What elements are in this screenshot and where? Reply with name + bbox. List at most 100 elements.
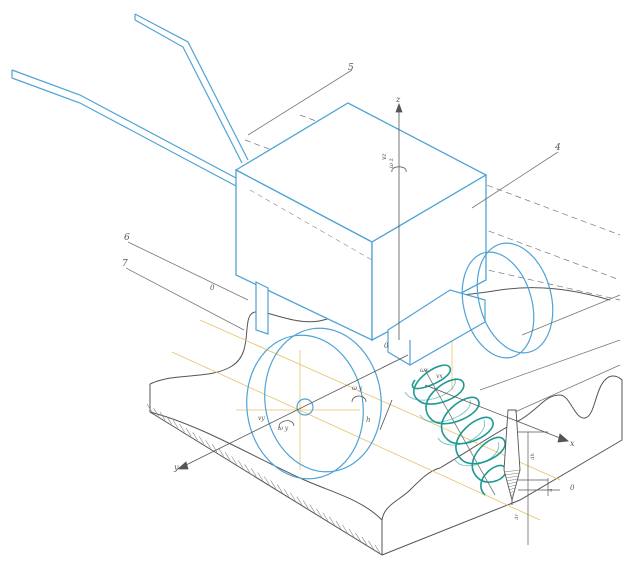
hatch-mark [257,472,263,481]
rear-wheel [461,242,554,359]
ann-vy: vy [258,415,265,422]
ann-vx: vx [436,373,443,380]
hatch-mark [205,440,211,449]
hatch-mark [179,423,185,433]
label-5: 5 [348,63,354,73]
auger [404,364,507,496]
hatch-mark [244,464,250,473]
ann-wx: ωx [420,367,429,374]
stake-hatch-mark [506,478,518,482]
hatch-mark [361,536,368,546]
ground-front-edge [149,411,383,556]
hatch-mark [264,476,270,485]
hatch-mark [172,419,179,429]
annotations: vz ω z ω y vy ω y ωx vx h Δh Δ Δr [258,153,554,521]
ground-right-edge [381,467,441,555]
machine-body [234,102,488,342]
part-labels: 5 4 6 7 [122,63,561,269]
hatch-mark [342,524,348,534]
auger-flights-back [404,377,500,467]
ann-dim-3: Δr [514,513,520,521]
hatch-mark [166,415,172,425]
stake-hatch-mark [508,487,516,491]
support-leg [255,281,269,335]
rotation-y-arc-2 [351,395,367,403]
axis-y-arrow [176,461,189,470]
leader-5 [247,69,353,136]
leader-lines [125,69,621,413]
axis-z-arrow [395,102,403,113]
hatch-mark [192,432,198,441]
stake-hatch [503,469,521,500]
hatch-mark [159,411,166,421]
hatch-mark [322,512,329,521]
rear-wheel-inner [461,251,535,359]
leg-shape [255,281,269,335]
rotation-y-arc [278,420,295,429]
hatch-mark [329,516,335,525]
hatch-mark [211,444,218,453]
hatch-mark [270,480,277,489]
hatch-mark [153,407,159,417]
h-line [379,399,393,431]
ann-wy-front: ω y [352,385,363,392]
stake-hatch-mark [505,475,519,479]
axis-y-label: y [173,463,179,472]
axis-x-arrow [557,433,569,443]
rear-wheel-outer [476,242,554,354]
label-4: 4 [554,143,561,153]
ground-top-surface [149,287,611,385]
stake [503,409,521,505]
hatch-mark [231,456,237,465]
leader-auger [479,339,621,391]
guide-line-1 [171,351,541,521]
hatch-mark [283,488,290,497]
handles [11,13,249,187]
body-side-face [371,173,487,342]
ground-hatching [146,403,381,554]
hatch-mark [218,448,224,457]
origin-label-front: 0 [384,342,389,350]
label-6: 6 [124,233,130,243]
hatch-mark [290,492,296,501]
front-wheel-inner [246,334,364,480]
origin-label-top: 0 [210,284,215,292]
auger-shaft [424,369,496,496]
stake-hatch-mark [510,493,514,497]
rotation-z-arc [391,166,407,173]
hatch-mark [355,532,361,542]
axis-z [391,102,407,340]
leader-wheel [521,294,621,336]
ground-cut-profile [149,384,383,521]
axis-x [424,384,569,443]
hatch-mark [277,484,283,493]
stake-hatch-mark [509,490,515,494]
stake-hatch-mark [511,496,513,500]
axis-y-line [179,354,409,469]
label-7: 7 [122,259,128,269]
hatch-mark [146,403,153,413]
hatch-mark [250,468,257,477]
axis-x-label: x [570,439,575,448]
ann-vz: vz [381,153,388,160]
hatch-mark [316,508,322,517]
hatch-mark [374,544,381,554]
hatch-mark [185,428,192,437]
hatch-mark [237,460,244,469]
ann-wy-right: ω y [278,425,289,432]
body-hidden-edge [249,189,373,261]
ann-h: h [366,416,371,424]
ann-dim-2: Δ [548,488,554,493]
hatch-mark [309,504,316,513]
ann-wz: ω z [388,157,395,168]
axis-y [176,354,409,470]
axis-x-line [424,384,566,441]
stake-hatch-mark [507,484,517,488]
hatch-mark [348,528,355,538]
hatch-mark [224,452,231,461]
leader-7 [125,267,245,331]
leader-6 [127,241,249,301]
axis-z-label: z [395,95,401,104]
hatch-mark [296,496,303,505]
